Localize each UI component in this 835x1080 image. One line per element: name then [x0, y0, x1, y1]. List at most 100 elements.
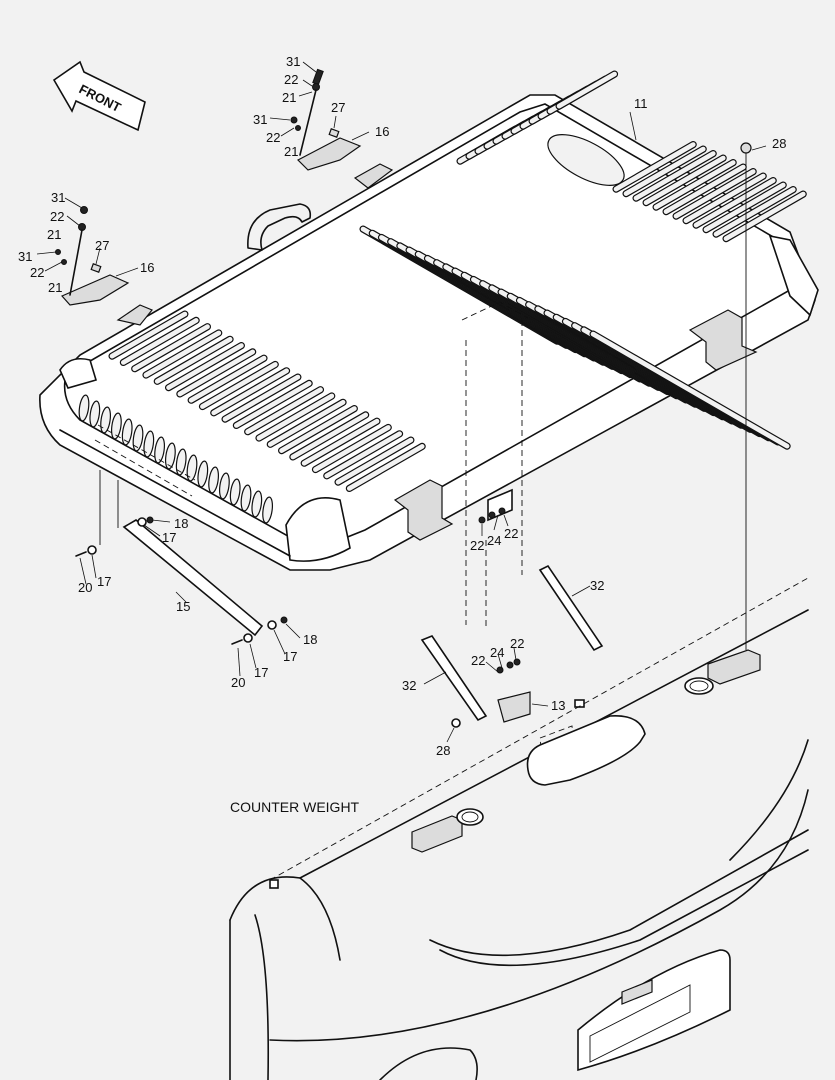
- vent-slot: [300, 417, 381, 467]
- vent-slot: [692, 176, 777, 229]
- label-32-left: 32: [402, 678, 416, 693]
- vent-slot: [198, 360, 279, 411]
- label-17-a: 17: [162, 530, 176, 545]
- vent-slot: [632, 149, 717, 202]
- vent-slot: [266, 398, 347, 448]
- label-31-left-b: 31: [18, 249, 32, 264]
- vent-slot: [589, 330, 791, 450]
- vent-slot: [210, 367, 291, 417]
- prop-rod: [75, 470, 288, 645]
- side-vent: [197, 460, 209, 488]
- label-24-low: 24: [490, 645, 504, 660]
- vent-slot: [176, 348, 257, 398]
- vent-slot: [255, 392, 336, 442]
- vent-slot: [345, 442, 426, 492]
- side-vent: [175, 448, 187, 476]
- label-17-d: 17: [254, 665, 268, 680]
- label-20-b: 20: [231, 675, 245, 690]
- label-27-upper: 27: [331, 100, 345, 115]
- side-vent: [121, 418, 133, 446]
- vent-slots-top: [108, 70, 807, 492]
- vent-slot: [119, 316, 200, 366]
- side-vent: [100, 406, 112, 434]
- vent-slot: [311, 423, 392, 474]
- label-20-a: 20: [78, 580, 92, 595]
- counter-weight-caption: COUNTER WEIGHT: [230, 799, 360, 815]
- side-vent: [164, 442, 176, 470]
- label-16-left: 16: [140, 260, 154, 275]
- vent-slot: [622, 145, 707, 198]
- counter-weight: [229, 577, 809, 1080]
- vent-slot: [277, 404, 358, 455]
- side-vent: [240, 484, 252, 512]
- label-31-upper-a: 31: [286, 54, 300, 69]
- vent-slot: [682, 172, 767, 225]
- label-17-b: 17: [97, 574, 111, 589]
- label-21-upper-a: 21: [282, 90, 296, 105]
- label-13: 13: [551, 698, 565, 713]
- label-21-upper-b: 21: [284, 144, 298, 159]
- side-vent: [208, 466, 220, 494]
- side-vent: [78, 394, 90, 422]
- side-vent: [262, 496, 274, 524]
- label-27-left: 27: [95, 238, 109, 253]
- vent-slot: [722, 190, 807, 243]
- vent-slot: [244, 386, 325, 436]
- label-28-low: 28: [436, 743, 450, 758]
- label-22-left-b: 22: [30, 265, 44, 280]
- label-22-upper-a: 22: [284, 72, 298, 87]
- vent-slot: [232, 379, 313, 429]
- callout-labels: 11 28 31 22 21 31 22 21 27 16 31 22 21 3…: [18, 54, 786, 815]
- label-22-mid-b: 22: [504, 526, 518, 541]
- vent-slot: [712, 185, 797, 238]
- vent-slot: [612, 140, 697, 193]
- side-vent: [143, 430, 155, 458]
- vent-slot: [187, 354, 268, 404]
- label-22-mid-a: 22: [470, 538, 484, 553]
- label-21-left-b: 21: [48, 280, 62, 295]
- vent-slot: [131, 323, 212, 373]
- engine-cover: [39, 70, 819, 571]
- label-15: 15: [176, 599, 190, 614]
- label-22-left-a: 22: [50, 209, 64, 224]
- label-22-low-a: 22: [471, 653, 485, 668]
- label-24-mid: 24: [487, 533, 501, 548]
- label-11: 11: [634, 96, 648, 111]
- vent-slot: [652, 158, 737, 211]
- vent-slot: [108, 310, 189, 360]
- vent-slot: [221, 373, 302, 423]
- side-vent: [218, 472, 230, 500]
- vent-slot: [334, 436, 415, 486]
- side-vent: [229, 478, 241, 506]
- side-vent: [89, 400, 101, 428]
- label-22-upper-b: 22: [266, 130, 280, 145]
- vent-slot: [153, 335, 234, 385]
- side-vent: [132, 424, 144, 452]
- side-vent: [154, 436, 166, 464]
- label-18-b: 18: [303, 632, 317, 647]
- label-31-upper-b: 31: [253, 112, 267, 127]
- front-arrow: FRONT: [52, 60, 146, 132]
- side-vent: [186, 454, 198, 482]
- vent-slot: [142, 329, 223, 379]
- label-16-upper: 16: [375, 124, 389, 139]
- leader-lines: [36, 61, 767, 743]
- label-22-low-b: 22: [510, 636, 524, 651]
- label-18-a: 18: [174, 516, 188, 531]
- side-vent: [251, 490, 263, 518]
- gas-struts: [420, 142, 752, 759]
- vent-slot: [289, 411, 370, 461]
- side-vent: [110, 412, 122, 440]
- latch-assembly-upper: [290, 68, 362, 171]
- vent-slot: [323, 430, 404, 480]
- label-21-left-a: 21: [47, 227, 61, 242]
- label-31-left-a: 31: [51, 190, 65, 205]
- label-17-c: 17: [283, 649, 297, 664]
- vent-slot: [672, 167, 757, 220]
- vent-slot: [164, 341, 245, 392]
- vent-slots-side: [78, 394, 274, 524]
- vent-slot: [642, 154, 727, 207]
- label-28-top: 28: [772, 136, 786, 151]
- label-32-right: 32: [590, 578, 604, 593]
